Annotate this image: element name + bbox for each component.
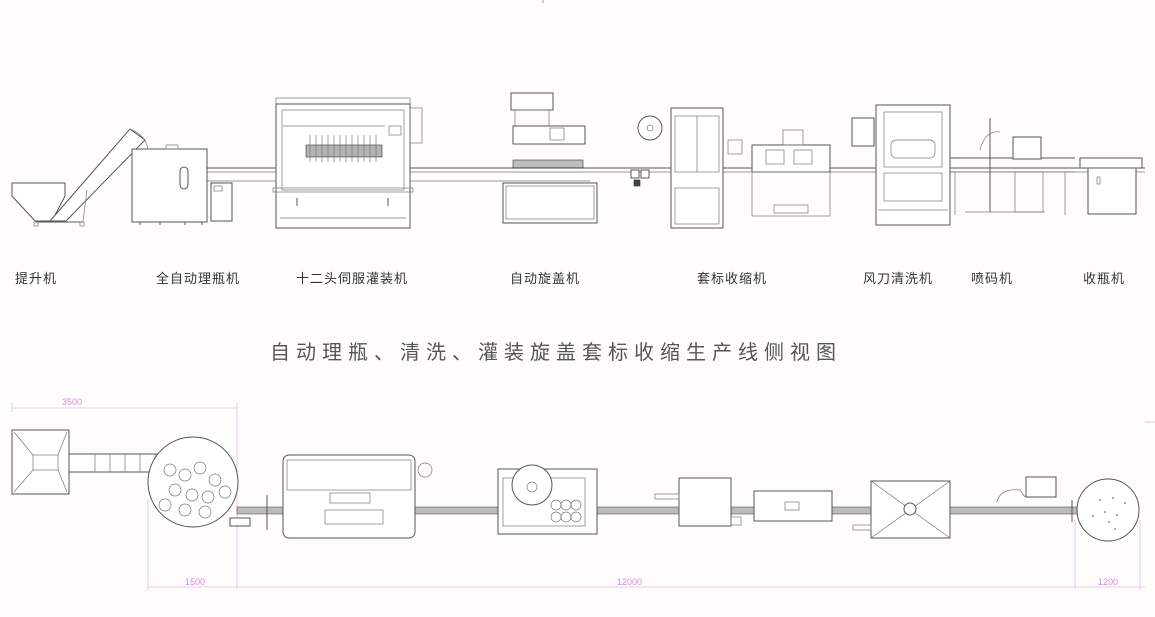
- label-collector: 收瓶机: [1083, 272, 1126, 287]
- elevator-top-drawing: [11, 429, 175, 495]
- label-elevator: 提升机: [15, 272, 58, 287]
- label-washer: 风刀清洗机: [863, 272, 934, 287]
- filler-top-drawing: [266, 454, 433, 539]
- motor-units: [630, 169, 650, 187]
- coder-drawing: [950, 118, 1075, 215]
- label-sleeve-shrink: 套标收缩机: [697, 272, 768, 287]
- filler-drawing: [272, 97, 423, 229]
- dim-line: 12000: [617, 577, 642, 587]
- dim-total-left: 3500: [62, 397, 82, 407]
- label-filler: 十二头伺服灌装机: [296, 272, 409, 287]
- capper-top-drawing: [497, 464, 598, 535]
- diagram-title: 自动理瓶、清洗、灌装旋盖套标收缩生产线侧视图: [270, 340, 842, 364]
- unscrambler-top-drawing: [147, 436, 251, 528]
- label-coder: 喷码机: [971, 272, 1014, 287]
- capper-drawing: [502, 92, 598, 224]
- unscrambler-drawing: [131, 144, 233, 225]
- dim-unscrambler: 1500: [185, 577, 205, 587]
- dim-collector: 1200: [1098, 577, 1118, 587]
- label-unscrambler: 全自动理瓶机: [156, 272, 241, 287]
- elevator-drawing: [11, 128, 149, 227]
- filling-heads: [305, 135, 383, 162]
- sleeve-top-drawing: [654, 477, 833, 527]
- dimension-lines: [11, 403, 1155, 590]
- washer-top-drawing: [852, 480, 951, 539]
- collector-drawing: [1079, 157, 1143, 215]
- label-capper: 自动旋盖机: [510, 272, 581, 287]
- coder-top-drawing: [996, 476, 1057, 503]
- collector-top-drawing: [1071, 478, 1140, 542]
- washer-drawing: [851, 104, 951, 226]
- sleeve-shrink-drawing: [637, 107, 831, 229]
